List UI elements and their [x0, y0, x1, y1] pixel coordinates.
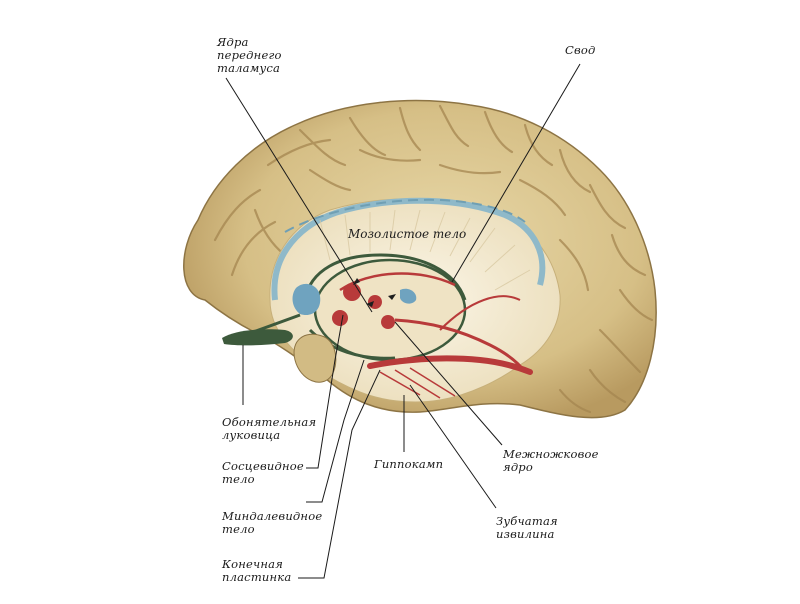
label-interpeduncular-nucleus: Межножковое ядро — [503, 448, 599, 474]
label-amygdala: Миндалевидное тело — [222, 510, 322, 536]
label-lamina-terminalis: Конечная пластинка — [222, 558, 291, 584]
label-hippocampus: Гиппокамп — [374, 458, 443, 471]
septal-area — [293, 284, 321, 315]
label-olfactory-bulb: Обонятельная луковица — [222, 416, 316, 442]
label-dentate-gyrus: Зубчатая извилина — [496, 515, 558, 541]
olfactory-bulb — [222, 329, 293, 345]
corpus-callosum-label: Мозолистое тело — [347, 227, 466, 241]
temporal-pole — [294, 334, 336, 382]
label-mammillary-body: Сосцевидное тело — [222, 460, 304, 486]
label-anterior-thalamic-nuclei: Ядра переднего таламуса — [217, 36, 282, 75]
label-fornix: Свод — [565, 44, 596, 57]
